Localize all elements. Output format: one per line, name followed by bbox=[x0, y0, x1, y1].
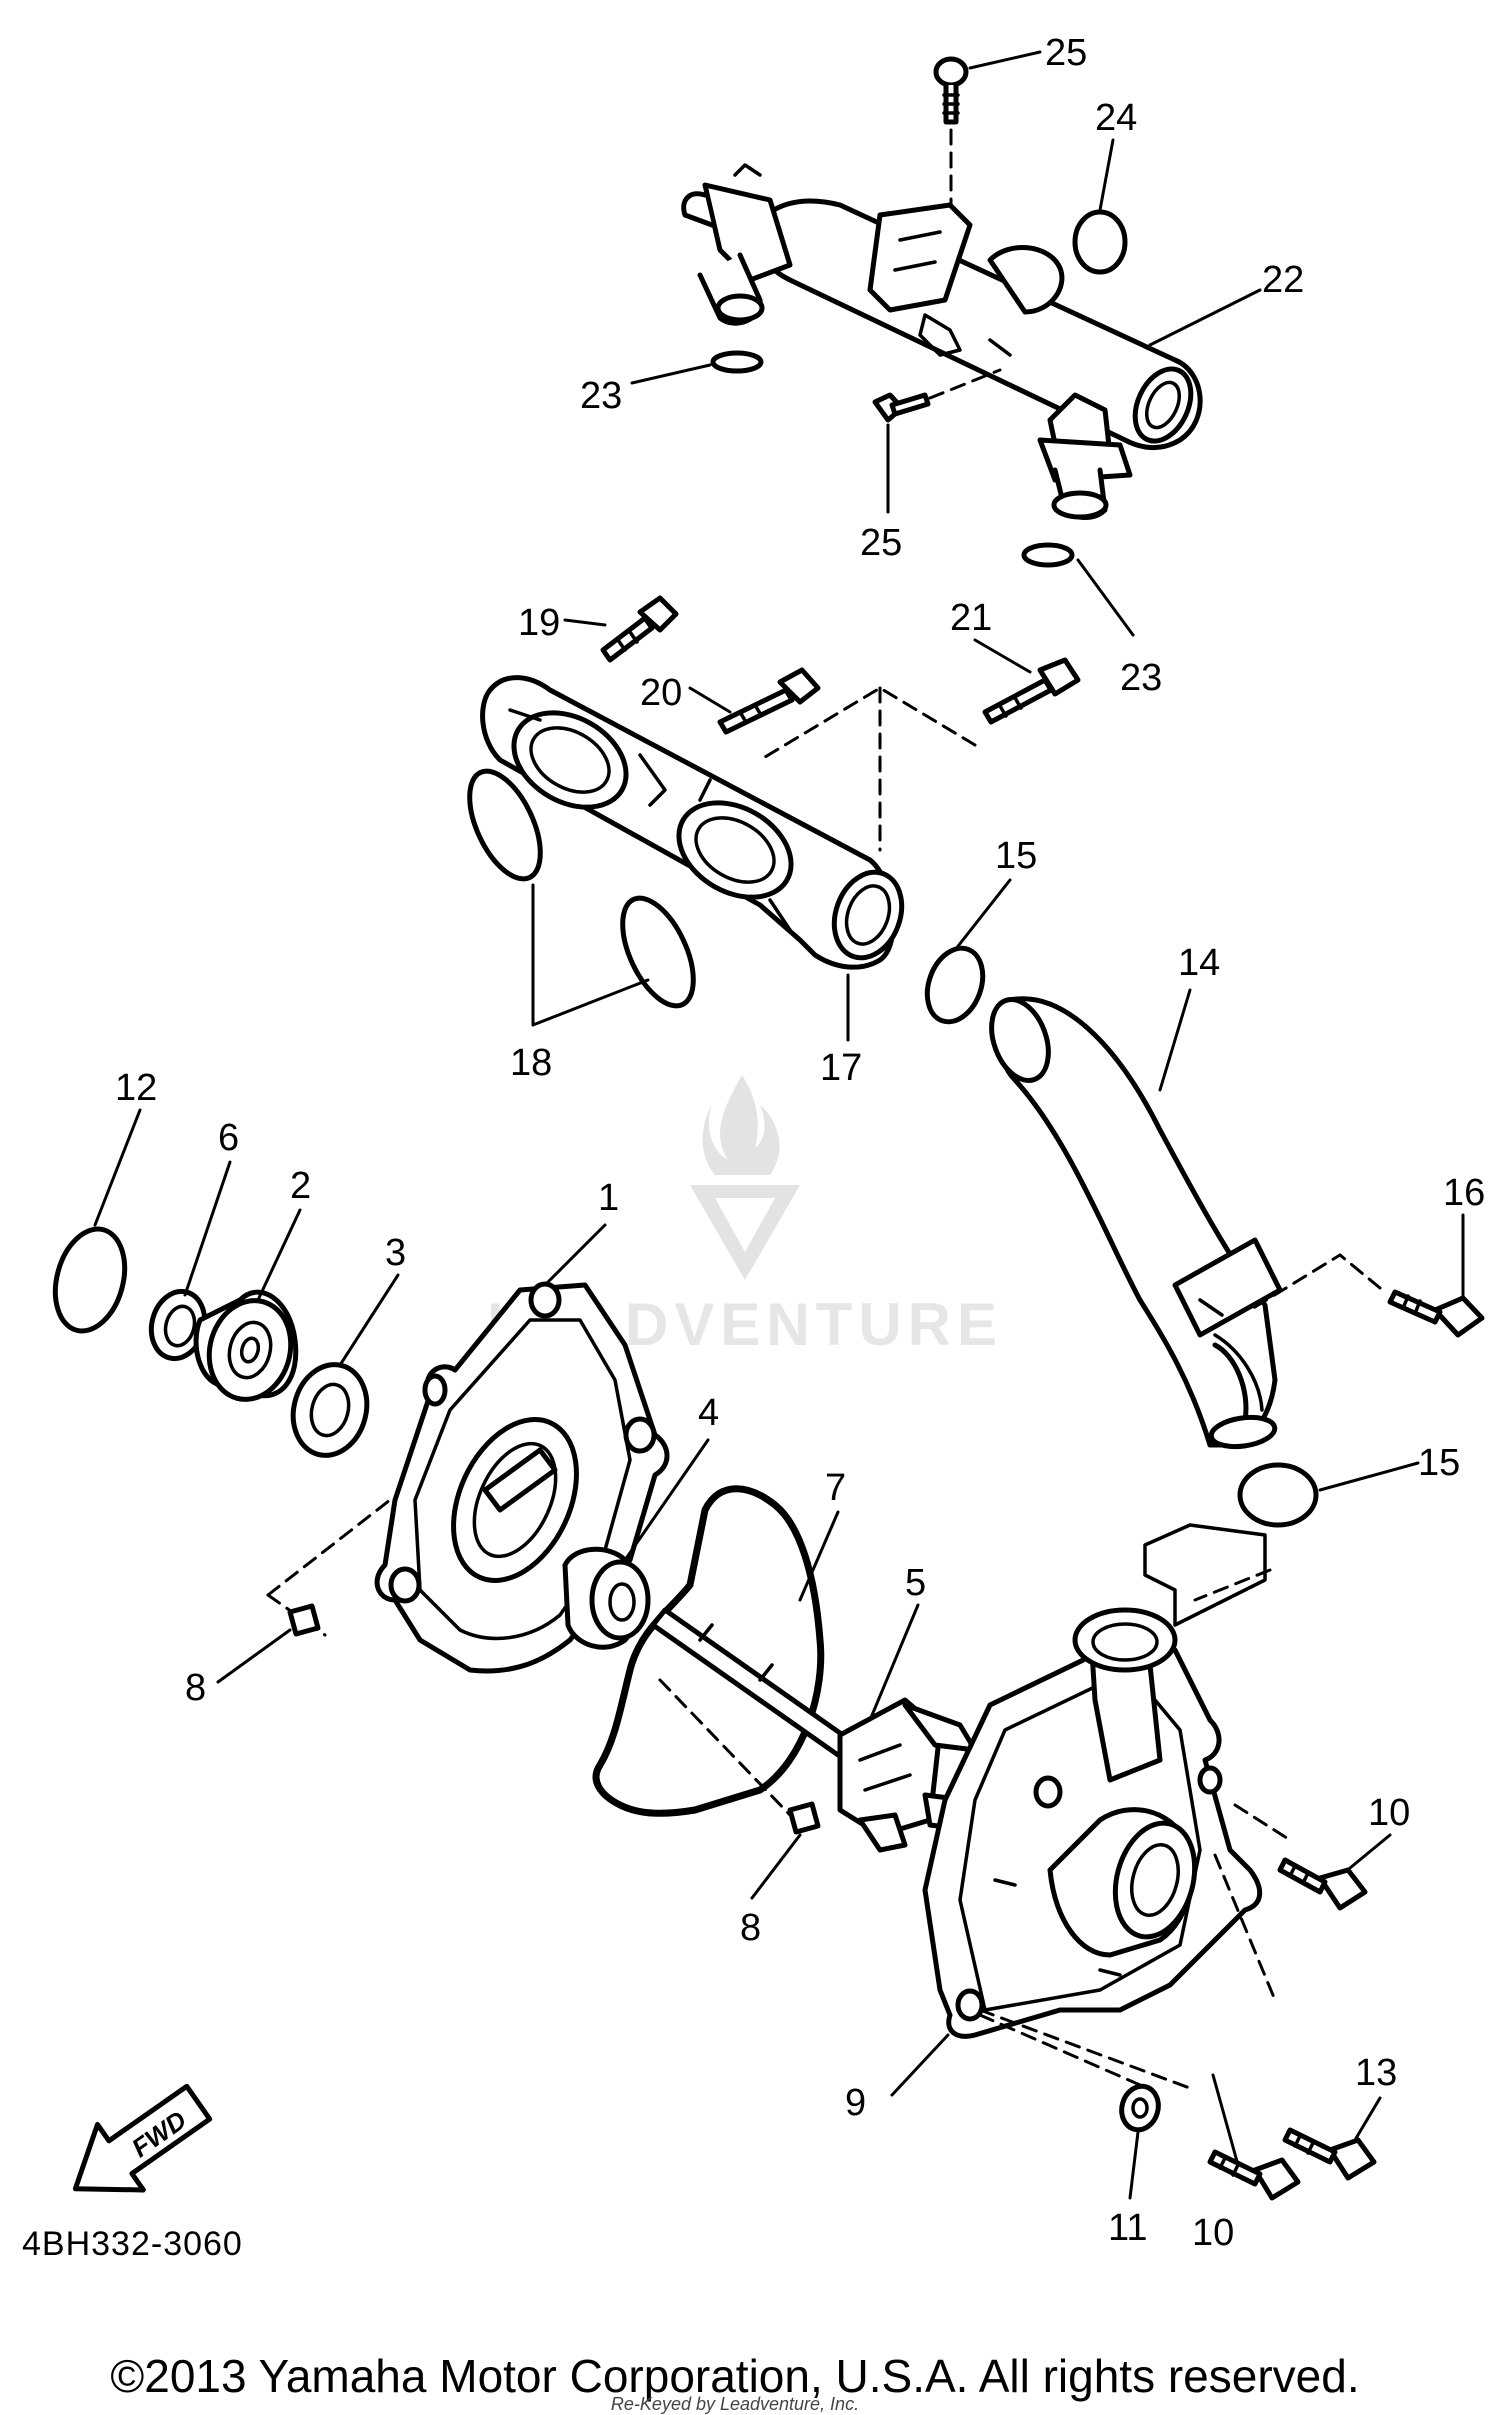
part-18-o-ring-right bbox=[620, 895, 696, 1009]
part-10-bolt-upper bbox=[1277, 1857, 1368, 1911]
callout-15-upper: 15 bbox=[995, 835, 1037, 877]
part-22-outlet-pipe bbox=[681, 163, 1203, 520]
v-logo-icon bbox=[690, 1185, 800, 1280]
part-13-bolt bbox=[1282, 2127, 1377, 2181]
callout-11: 11 bbox=[1108, 2207, 1147, 2249]
callout-20: 20 bbox=[640, 672, 682, 714]
part-25-bolt-lower bbox=[872, 368, 1002, 423]
flame-icon bbox=[702, 1075, 780, 1175]
callout-19: 19 bbox=[518, 602, 560, 644]
callout-8-left: 8 bbox=[185, 1667, 206, 1709]
callout-9: 9 bbox=[845, 2082, 866, 2124]
callout-1: 1 bbox=[598, 1177, 619, 1219]
part-4-mechanical-seal bbox=[562, 1546, 651, 1650]
part-23-o-ring-right bbox=[1021, 542, 1075, 568]
part-15-o-ring-upper bbox=[924, 945, 986, 1025]
part-25-bolt-top bbox=[933, 56, 969, 207]
part-18-o-ring-left bbox=[467, 768, 543, 882]
fwd-arrow: FWD bbox=[72, 2083, 213, 2193]
callout-10-upper: 10 bbox=[1368, 1792, 1410, 1834]
callout-6: 6 bbox=[218, 1117, 239, 1159]
part-21-bolt bbox=[982, 657, 1081, 725]
part-15-leader bbox=[1143, 1523, 1267, 1627]
part-16-bolt bbox=[1387, 1289, 1485, 1338]
callout-24: 24 bbox=[1095, 97, 1137, 139]
callout-8-right: 8 bbox=[740, 1907, 761, 1949]
part-11-washer bbox=[1119, 2083, 1161, 2133]
part-20-bolt bbox=[717, 667, 821, 735]
callout-numbers: 25 24 22 23 25 23 19 20 21 18 17 15 14 1… bbox=[115, 32, 1485, 2254]
callout-17: 17 bbox=[820, 1047, 862, 1089]
callout-13: 13 bbox=[1355, 2052, 1397, 2094]
callout-3: 3 bbox=[385, 1232, 406, 1274]
part-19-bolt bbox=[600, 595, 679, 663]
callout-18: 18 bbox=[510, 1042, 552, 1084]
callout-25-lower: 25 bbox=[860, 522, 902, 564]
callout-22: 22 bbox=[1262, 259, 1304, 301]
callout-15-lower: 15 bbox=[1418, 1442, 1460, 1484]
part-12-o-ring bbox=[52, 1226, 128, 1334]
part-9-pump-cover bbox=[922, 1607, 1262, 2039]
diagram-code: 4BH332-3060 bbox=[22, 2225, 243, 2263]
part-14-pipe bbox=[989, 996, 1283, 1450]
callout-21: 21 bbox=[950, 597, 992, 639]
part-7-gasket bbox=[592, 1485, 825, 1817]
credit-text: Re-Keyed by Leadventure, Inc. bbox=[611, 2394, 859, 2414]
part-16-leader bbox=[1248, 1253, 1382, 1312]
callout-2: 2 bbox=[290, 1165, 311, 1207]
callout-7: 7 bbox=[825, 1467, 846, 1509]
callout-25-top: 25 bbox=[1045, 32, 1087, 74]
callout-16: 16 bbox=[1443, 1172, 1485, 1214]
part-24-o-ring bbox=[1072, 209, 1128, 275]
callout-leaders bbox=[93, 50, 1465, 2200]
callout-4: 4 bbox=[698, 1392, 719, 1434]
callout-23-right: 23 bbox=[1120, 657, 1162, 699]
callout-12: 12 bbox=[115, 1067, 157, 1109]
part-8-dowel-pin-left bbox=[287, 1603, 321, 1637]
part-2-bearing bbox=[193, 1289, 299, 1402]
part-1-dowel-leader bbox=[266, 1498, 392, 1597]
part-3-oil-seal bbox=[290, 1362, 370, 1458]
callout-10-lower: 10 bbox=[1192, 2212, 1234, 2254]
part-23-o-ring-left bbox=[710, 350, 764, 374]
part-17-manifold bbox=[480, 675, 905, 970]
part-10-bolt-lower bbox=[1207, 2149, 1301, 2201]
part-15-o-ring-lower bbox=[1237, 1462, 1319, 1528]
copyright-text: ©2013 Yamaha Motor Corporation, U.S.A. A… bbox=[110, 2350, 1359, 2402]
callout-23-left: 23 bbox=[580, 375, 622, 417]
part-17-bolt-leader bbox=[758, 686, 977, 762]
callout-14: 14 bbox=[1178, 942, 1220, 984]
callout-5: 5 bbox=[905, 1562, 926, 1604]
part-8-dowel-pin-right bbox=[787, 1801, 821, 1835]
